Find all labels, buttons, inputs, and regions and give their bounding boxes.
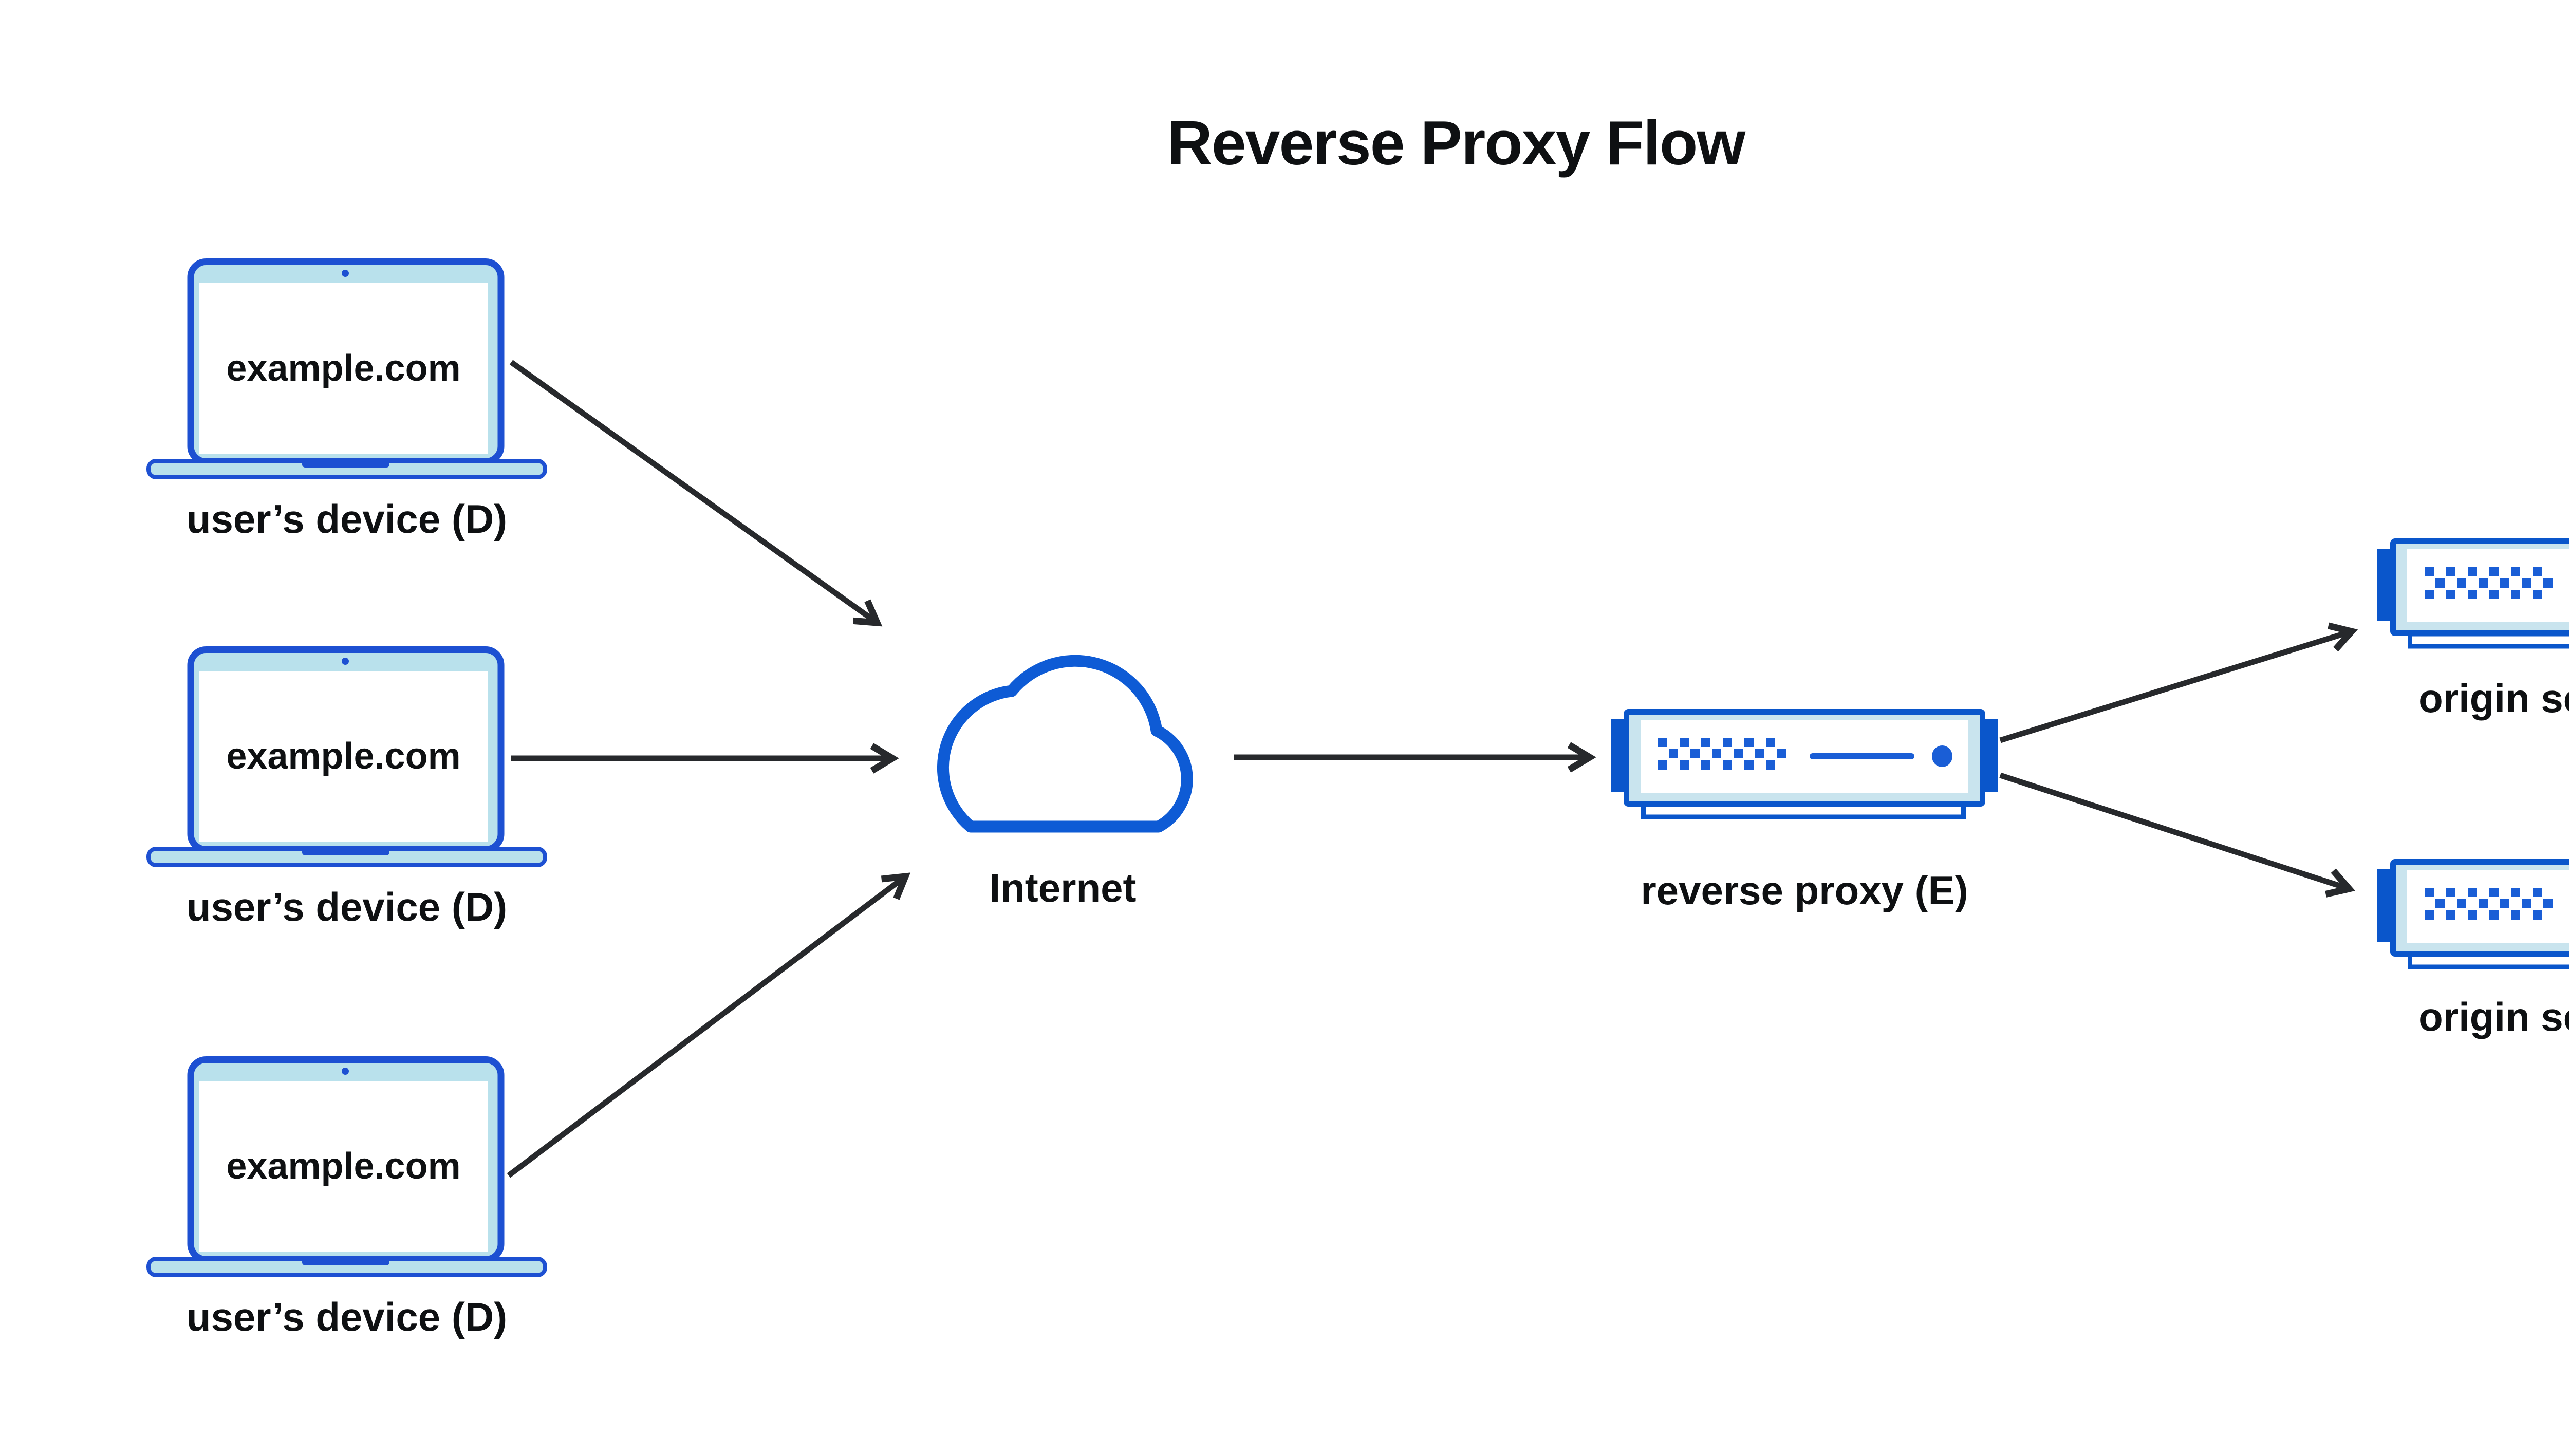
node-user-device-3: example.com user’s device (D) [146,1056,547,1344]
node-internet: Internet [921,655,1204,1061]
device-caption: user’s device (D) [186,496,508,542]
cloud-icon [937,655,1193,833]
server-icon [2377,538,2569,649]
node-origin-server-2: origin server (F) [2377,859,2569,1075]
device-caption: user’s device (D) [186,884,508,929]
node-reverse-proxy: reverse proxy (E) [1611,709,1998,925]
device-screen-url: example.com [226,348,461,389]
origin-caption: origin server (F) [2418,676,2569,721]
arrow-proxy-to-origin1 [1999,622,2358,743]
origin-caption: origin server (F) [2418,994,2569,1039]
proxy-caption: reverse proxy (E) [1641,868,1968,913]
device-screen-url: example.com [226,736,461,777]
internet-caption: Internet [989,865,1137,910]
device-screen-url: example.com [226,1146,461,1187]
laptop-icon [146,1056,547,1277]
node-origin-server-1: origin server (F) [2377,538,2569,754]
server-icon [2377,859,2569,969]
node-user-device-1: example.com user’s device (D) [146,258,547,546]
node-user-device-2: example.com user’s device (D) [146,646,547,934]
laptop-icon [146,646,547,867]
server-icon [1611,709,1998,819]
page-title: Reverse Proxy Flow [1167,108,1746,178]
arrow-device3-to-internet [507,872,911,1178]
device-caption: user’s device (D) [186,1294,508,1339]
laptop-icon [146,258,547,479]
arrow-device1-to-internet [509,360,883,627]
arrow-proxy-to-origin2 [1999,772,2356,898]
